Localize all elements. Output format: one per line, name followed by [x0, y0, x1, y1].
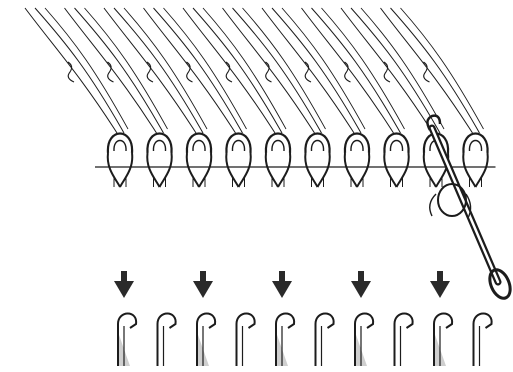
stitch-8	[384, 134, 409, 188]
down-arrow-icon	[351, 271, 371, 298]
down-arrow-icon	[114, 271, 134, 298]
down-arrow-icon	[193, 271, 213, 298]
stitch-2	[147, 134, 172, 188]
needle-5	[276, 314, 294, 367]
needle-2	[158, 314, 176, 367]
needle-4	[237, 314, 255, 367]
stitch-7	[345, 134, 370, 188]
down-arrow-icon	[272, 271, 292, 298]
arrow-row	[114, 271, 450, 298]
stitch-10	[463, 134, 488, 188]
needle-8	[395, 314, 413, 367]
stitch-4	[226, 134, 251, 188]
needle-7	[355, 314, 373, 367]
stitch-1	[108, 134, 133, 188]
needle-row	[118, 314, 492, 367]
stitch-5	[266, 134, 291, 188]
needle-9	[434, 314, 452, 367]
stitch-3	[187, 134, 212, 188]
needle-1	[118, 314, 136, 367]
stitch-6	[305, 134, 330, 188]
yarn-strands	[25, 8, 484, 133]
needle-6	[316, 314, 334, 367]
needle-3	[197, 314, 215, 367]
needle-10	[474, 314, 492, 367]
down-arrow-icon	[430, 271, 450, 298]
